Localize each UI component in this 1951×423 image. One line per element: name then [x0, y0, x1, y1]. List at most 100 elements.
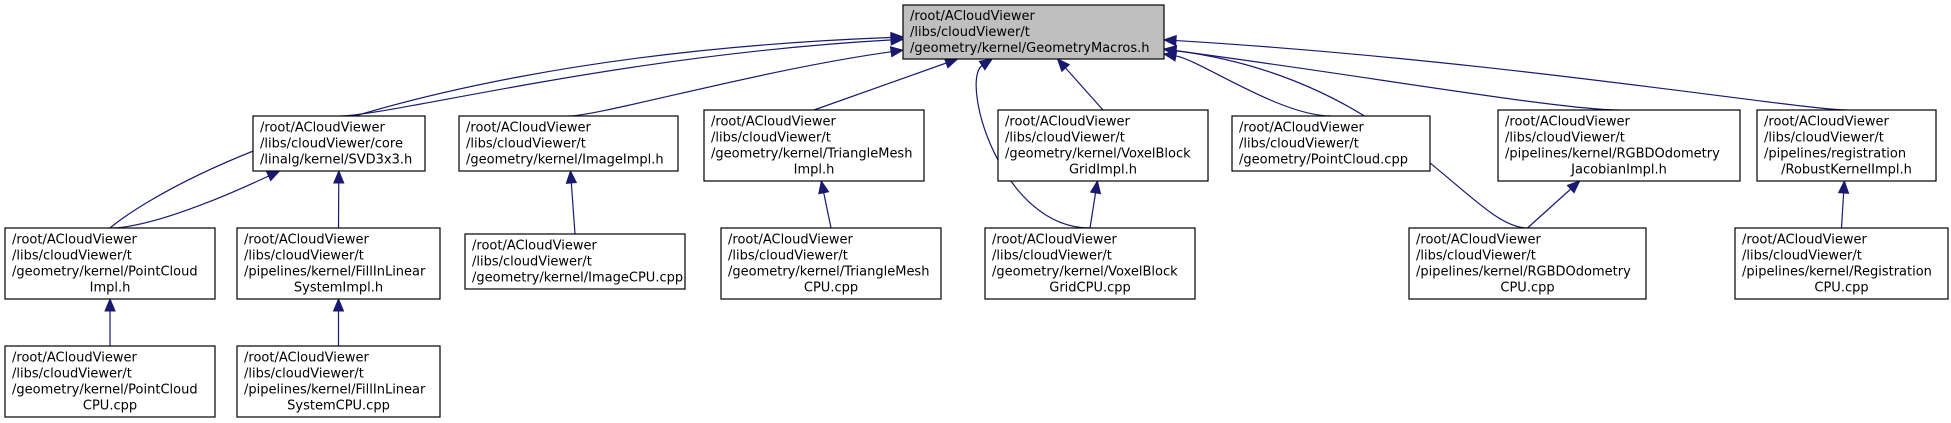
node-label-line: CPU.cpp [804, 281, 858, 296]
node-label-line: /pipelines/registration [1764, 147, 1906, 162]
node-box [720, 227, 942, 300]
node-label-line: /pipelines/kernel/RGBDOdometry [1505, 147, 1720, 162]
node-box [4, 345, 216, 418]
edge-robust-to-root [1175, 39, 1847, 111]
node-label-line: /libs/cloudViewer/t [711, 131, 831, 146]
node-box [1231, 115, 1431, 172]
node-label-line: /geometry/kernel/VoxelBlock [992, 265, 1178, 280]
node-label-line: /libs/cloudViewer/t [1005, 131, 1125, 146]
node-label-line: /geometry/PointCloud.cpp [1239, 153, 1408, 168]
arrowhead-icon [332, 297, 345, 312]
node-root[interactable]: /root/ACloudViewer/libs/cloudViewer/t/ge… [902, 4, 1165, 60]
node-label-line: /geometry/kernel/PointCloud [12, 383, 198, 398]
node-label-line: /pipelines/kernel/RGBDOdometry [1416, 265, 1631, 280]
node-label-line: /geometry/kernel/TriangleMesh [728, 265, 929, 280]
arrowhead-icon [1162, 45, 1178, 57]
arrowhead-icon [333, 169, 345, 184]
arrowhead-icon [1162, 34, 1177, 47]
node-label-line: /root/ACloudViewer [711, 115, 836, 130]
edge-svd-to-root [338, 39, 892, 117]
edge-trimpl-to-root [813, 58, 958, 111]
node-trcpu[interactable]: /root/ACloudViewer/libs/cloudViewer/t/ge… [720, 227, 942, 300]
node-rgbdjac[interactable]: /root/ACloudViewer/libs/cloudViewer/t/pi… [1497, 109, 1741, 182]
node-label-line: /root/ACloudViewer [1239, 121, 1364, 136]
arrowhead-icon [265, 170, 281, 182]
node-fillcpu[interactable]: /root/ACloudViewer/libs/cloudViewer/t/pi… [236, 345, 441, 418]
node-label-line: /geometry/kernel/PointCloud [12, 265, 198, 280]
node-label-line: JacobianImpl.h [1570, 163, 1667, 178]
arrowhead-icon [890, 34, 905, 46]
node-label-line: /root/ACloudViewer [472, 239, 597, 254]
node-label-line: /libs/cloudViewer/t [472, 255, 592, 270]
node-label-line: /root/ACloudViewer [992, 233, 1117, 248]
node-label-line: /libs/cloudViewer/t [12, 249, 132, 264]
edge-pccpp-to-root [1175, 55, 1332, 117]
node-label-line: /root/ACloudViewer [1764, 115, 1889, 130]
node-vbimpl[interactable]: /root/ACloudViewer/libs/cloudViewer/t/ge… [997, 109, 1209, 182]
node-regcpu[interactable]: /root/ACloudViewer/libs/cloudViewer/t/pi… [1734, 227, 1949, 300]
node-label-line: /libs/cloudViewer/t [1764, 131, 1884, 146]
node-box [4, 227, 216, 300]
arrowhead-icon [1056, 58, 1071, 73]
node-rgbdcpu[interactable]: /root/ACloudViewer/libs/cloudViewer/t/pi… [1408, 227, 1647, 300]
node-svd[interactable]: /root/ACloudViewer/libs/cloudViewer/core… [252, 115, 426, 172]
node-label-line: /libs/cloudViewer/t [466, 137, 586, 152]
node-pccpu[interactable]: /root/ACloudViewer/libs/cloudViewer/t/ge… [4, 345, 216, 418]
node-box [997, 109, 1209, 182]
node-label-line: Impl.h [794, 163, 835, 178]
arrowhead-icon [818, 179, 830, 195]
arrowhead-icon [1837, 179, 1850, 194]
node-label-line: /libs/cloudViewer/t [244, 367, 364, 382]
node-label-line: /libs/cloudViewer/t [12, 367, 132, 382]
node-box [236, 345, 441, 418]
edge-pcimpl-to-svd [109, 175, 269, 229]
node-label-line: SystemCPU.cpp [287, 399, 390, 414]
node-label-line: /geometry/kernel/ImageImpl.h [466, 153, 664, 168]
node-imgcpu[interactable]: /root/ACloudViewer/libs/cloudViewer/t/ge… [464, 233, 686, 290]
node-label-line: SystemImpl.h [294, 281, 383, 296]
node-label-line: /root/ACloudViewer [244, 233, 369, 248]
node-label-line: /libs/cloudViewer/core [260, 137, 403, 152]
node-label-line: /libs/cloudViewer/t [728, 249, 848, 264]
node-box [252, 115, 426, 172]
node-label-line: /root/ACloudViewer [466, 121, 591, 136]
node-fillimpl[interactable]: /root/ACloudViewer/libs/cloudViewer/t/pi… [236, 227, 441, 300]
node-pcimpl[interactable]: /root/ACloudViewer/libs/cloudViewer/t/ge… [4, 227, 216, 300]
edge-rgbdjac-to-root [1175, 50, 1620, 111]
node-label-line: CPU.cpp [1814, 281, 1868, 296]
node-box [1734, 227, 1949, 300]
node-label-line: /geometry/kernel/VoxelBlock [1005, 147, 1191, 162]
node-box [1756, 109, 1937, 182]
node-label-line: /root/ACloudViewer [12, 233, 137, 248]
node-vbcpu[interactable]: /root/ACloudViewer/libs/cloudViewer/t/ge… [984, 227, 1196, 300]
node-label-line: /root/ACloudViewer [1505, 115, 1630, 130]
node-label-line: /root/ACloudViewer [260, 121, 385, 136]
node-label-line: /root/ACloudViewer [244, 351, 369, 366]
node-box [236, 227, 441, 300]
arrowhead-icon [889, 46, 905, 58]
node-box [703, 109, 925, 182]
node-box [902, 4, 1165, 60]
node-label-line: /libs/cloudViewer/t [1416, 249, 1536, 264]
node-label-line: /libs/cloudViewer/t [910, 25, 1030, 40]
node-robust[interactable]: /root/ACloudViewer/libs/cloudViewer/t/pi… [1756, 109, 1937, 182]
node-label-line: /geometry/kernel/ImageCPU.cpp [472, 271, 683, 286]
node-label-line: CPU.cpp [1500, 281, 1554, 296]
node-label-line: /root/ACloudViewer [1742, 233, 1867, 248]
node-box [458, 115, 679, 172]
node-label-line: /linalg/kernel/SVD3x3.h [260, 153, 412, 168]
node-box [1497, 109, 1741, 182]
node-label-line: /libs/cloudViewer/t [1505, 131, 1625, 146]
node-label-line: Impl.h [90, 281, 131, 296]
arrowhead-icon [1566, 180, 1581, 194]
node-label-line: /pipelines/kernel/Registration [1742, 265, 1932, 280]
node-imgimpl[interactable]: /root/ACloudViewer/libs/cloudViewer/t/ge… [458, 115, 679, 172]
arrowhead-icon [943, 57, 959, 69]
node-label-line: /root/ACloudViewer [728, 233, 853, 248]
node-pccpp[interactable]: /root/ACloudViewer/libs/cloudViewer/t/ge… [1231, 115, 1431, 172]
node-label-line: /root/ACloudViewer [1005, 115, 1130, 130]
arrowhead-icon [1089, 179, 1102, 195]
node-label-line: /geometry/kernel/TriangleMesh [711, 147, 912, 162]
node-trimpl[interactable]: /root/ACloudViewer/libs/cloudViewer/t/ge… [703, 109, 925, 182]
arrowhead-icon [104, 297, 116, 312]
